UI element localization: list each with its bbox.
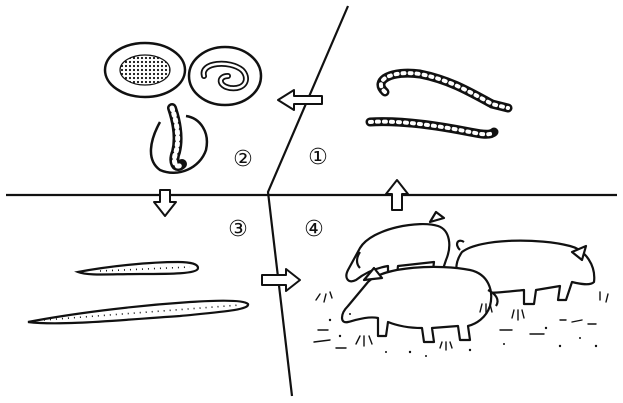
diagonal-divider <box>268 6 348 396</box>
arrow-left-icon <box>278 90 322 110</box>
quadrant-dividers <box>6 6 617 396</box>
arrow-right-icon <box>262 269 300 291</box>
stage-label-2: ② <box>233 147 253 172</box>
stage-label-1: ① <box>308 145 328 170</box>
larva-upper <box>78 262 198 275</box>
egg-hatching <box>151 108 207 173</box>
egg-fertilized <box>105 43 185 97</box>
larva-lower <box>28 301 248 324</box>
adult-worm-upper <box>381 73 508 108</box>
stage-label-4: ④ <box>304 217 324 242</box>
arrow-up-icon <box>386 180 408 210</box>
pig-front <box>342 267 498 342</box>
egg-with-larva <box>189 47 261 105</box>
stage-label-3: ③ <box>228 217 248 242</box>
adult-worm-lower <box>370 122 494 135</box>
